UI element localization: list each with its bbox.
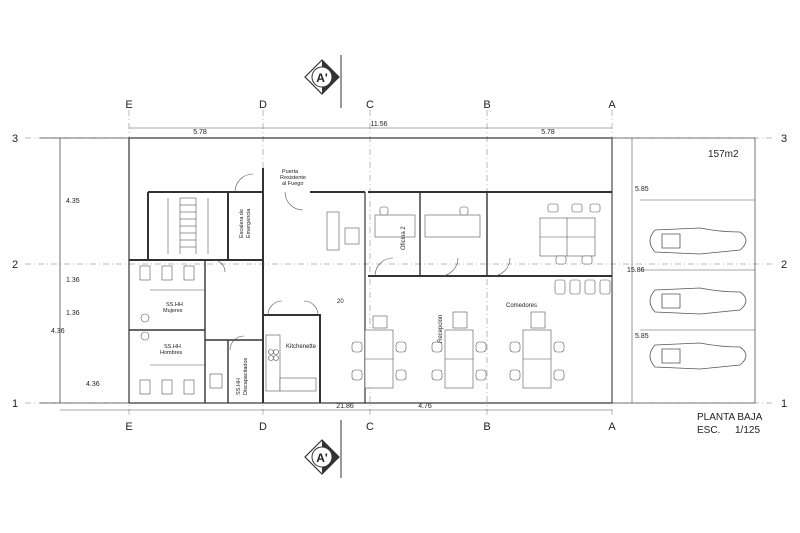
partition-panel <box>326 211 340 251</box>
ss-men-label-1: SS.HH <box>164 344 181 350</box>
dim-right-upper: 5.85 <box>635 186 649 193</box>
grid-label-col-d-bottom: D <box>259 421 267 433</box>
reception-label: Recepcion <box>438 315 444 343</box>
dimension-lines <box>59 127 633 411</box>
grid-label-col-c-top: C <box>366 99 374 111</box>
office-furniture <box>374 203 611 295</box>
grid-label-row-1-left: 1 <box>12 398 18 410</box>
grid-label-col-b-top: B <box>483 99 490 111</box>
dim-top-right: 5.78 <box>541 129 555 136</box>
grid-label-col-a-top: A <box>608 99 616 111</box>
title-block-scale-value: 1/125 <box>735 425 760 436</box>
ss-women-label-1: SS.HH <box>166 302 183 308</box>
ss-disabled-label-2: Discapacitados <box>243 357 249 395</box>
dim-left-lower: 4.36 <box>51 328 65 335</box>
ss-women-label-2: Mujeres <box>163 308 183 314</box>
building-outline <box>40 137 756 404</box>
stair-label-line-1: Escalera de <box>239 209 245 238</box>
area-label: 157m2 <box>708 149 739 160</box>
dim-total-top: 11.56 <box>371 121 388 128</box>
door-note-line-1: Puerta <box>282 169 299 175</box>
stair-label-line-2: Emergencia <box>246 208 252 238</box>
grid-label-col-c-bottom: C <box>366 421 374 433</box>
door-note-line-3: al Fuego <box>282 181 303 187</box>
dim-right-mid: 15.86 <box>627 267 645 274</box>
parking-cars <box>649 227 747 370</box>
dim-interior: 20 <box>337 299 344 305</box>
door-swings <box>212 173 511 351</box>
dim-left-mid-a: 1.36 <box>66 277 80 284</box>
grid-label-col-e-top: E <box>125 99 132 111</box>
dining-label: Comedores <box>506 303 537 309</box>
interior-walls <box>129 168 612 403</box>
dim-total-bottom: 21.86 <box>336 403 354 410</box>
grid-label-row-2-left: 2 <box>12 259 18 271</box>
dining-tables <box>351 311 565 389</box>
dim-right-lower: 5.85 <box>635 333 649 340</box>
grid-label-row-3-left: 3 <box>12 133 18 145</box>
kitchen-counter <box>265 334 317 392</box>
title-block-scale-label: ESC. <box>697 425 720 436</box>
dim-left-upper: 4.35 <box>66 198 80 205</box>
restroom-fixtures <box>139 265 223 395</box>
section-marker-bottom <box>304 420 342 478</box>
title-block-title: PLANTA BAJA <box>697 412 763 423</box>
grid-label-col-b-bottom: B <box>483 421 490 433</box>
grid-label-col-e-bottom: E <box>125 421 132 433</box>
reception-desk <box>344 227 360 245</box>
section-label-bottom: A' <box>316 451 328 465</box>
grid-label-col-d-top: D <box>259 99 267 111</box>
dim-bottom-right: 4.76 <box>418 403 432 410</box>
grid-label-row-3-right: 3 <box>781 133 787 145</box>
dim-left-mid-b: 1.36 <box>66 310 80 317</box>
dim-left-bottom: 4.36 <box>86 381 100 388</box>
staircase <box>167 197 209 254</box>
grid-label-col-a-bottom: A <box>608 421 616 433</box>
dim-top-left: 5.78 <box>193 129 207 136</box>
ss-disabled-label-1: SS.HH <box>236 378 242 395</box>
grid-label-row-2-right: 2 <box>781 259 787 271</box>
section-label-top: A' <box>316 71 328 85</box>
grid-label-row-1-right: 1 <box>781 398 787 410</box>
parking-divider-lines <box>640 199 755 331</box>
section-marker-top <box>304 55 342 108</box>
kitchen-label: Kitchenette <box>286 344 317 350</box>
door-note-line-2: Resistente <box>280 175 306 181</box>
ss-men-label-2: Hombres <box>160 350 183 356</box>
office-label: Oficina 2 <box>401 226 407 250</box>
